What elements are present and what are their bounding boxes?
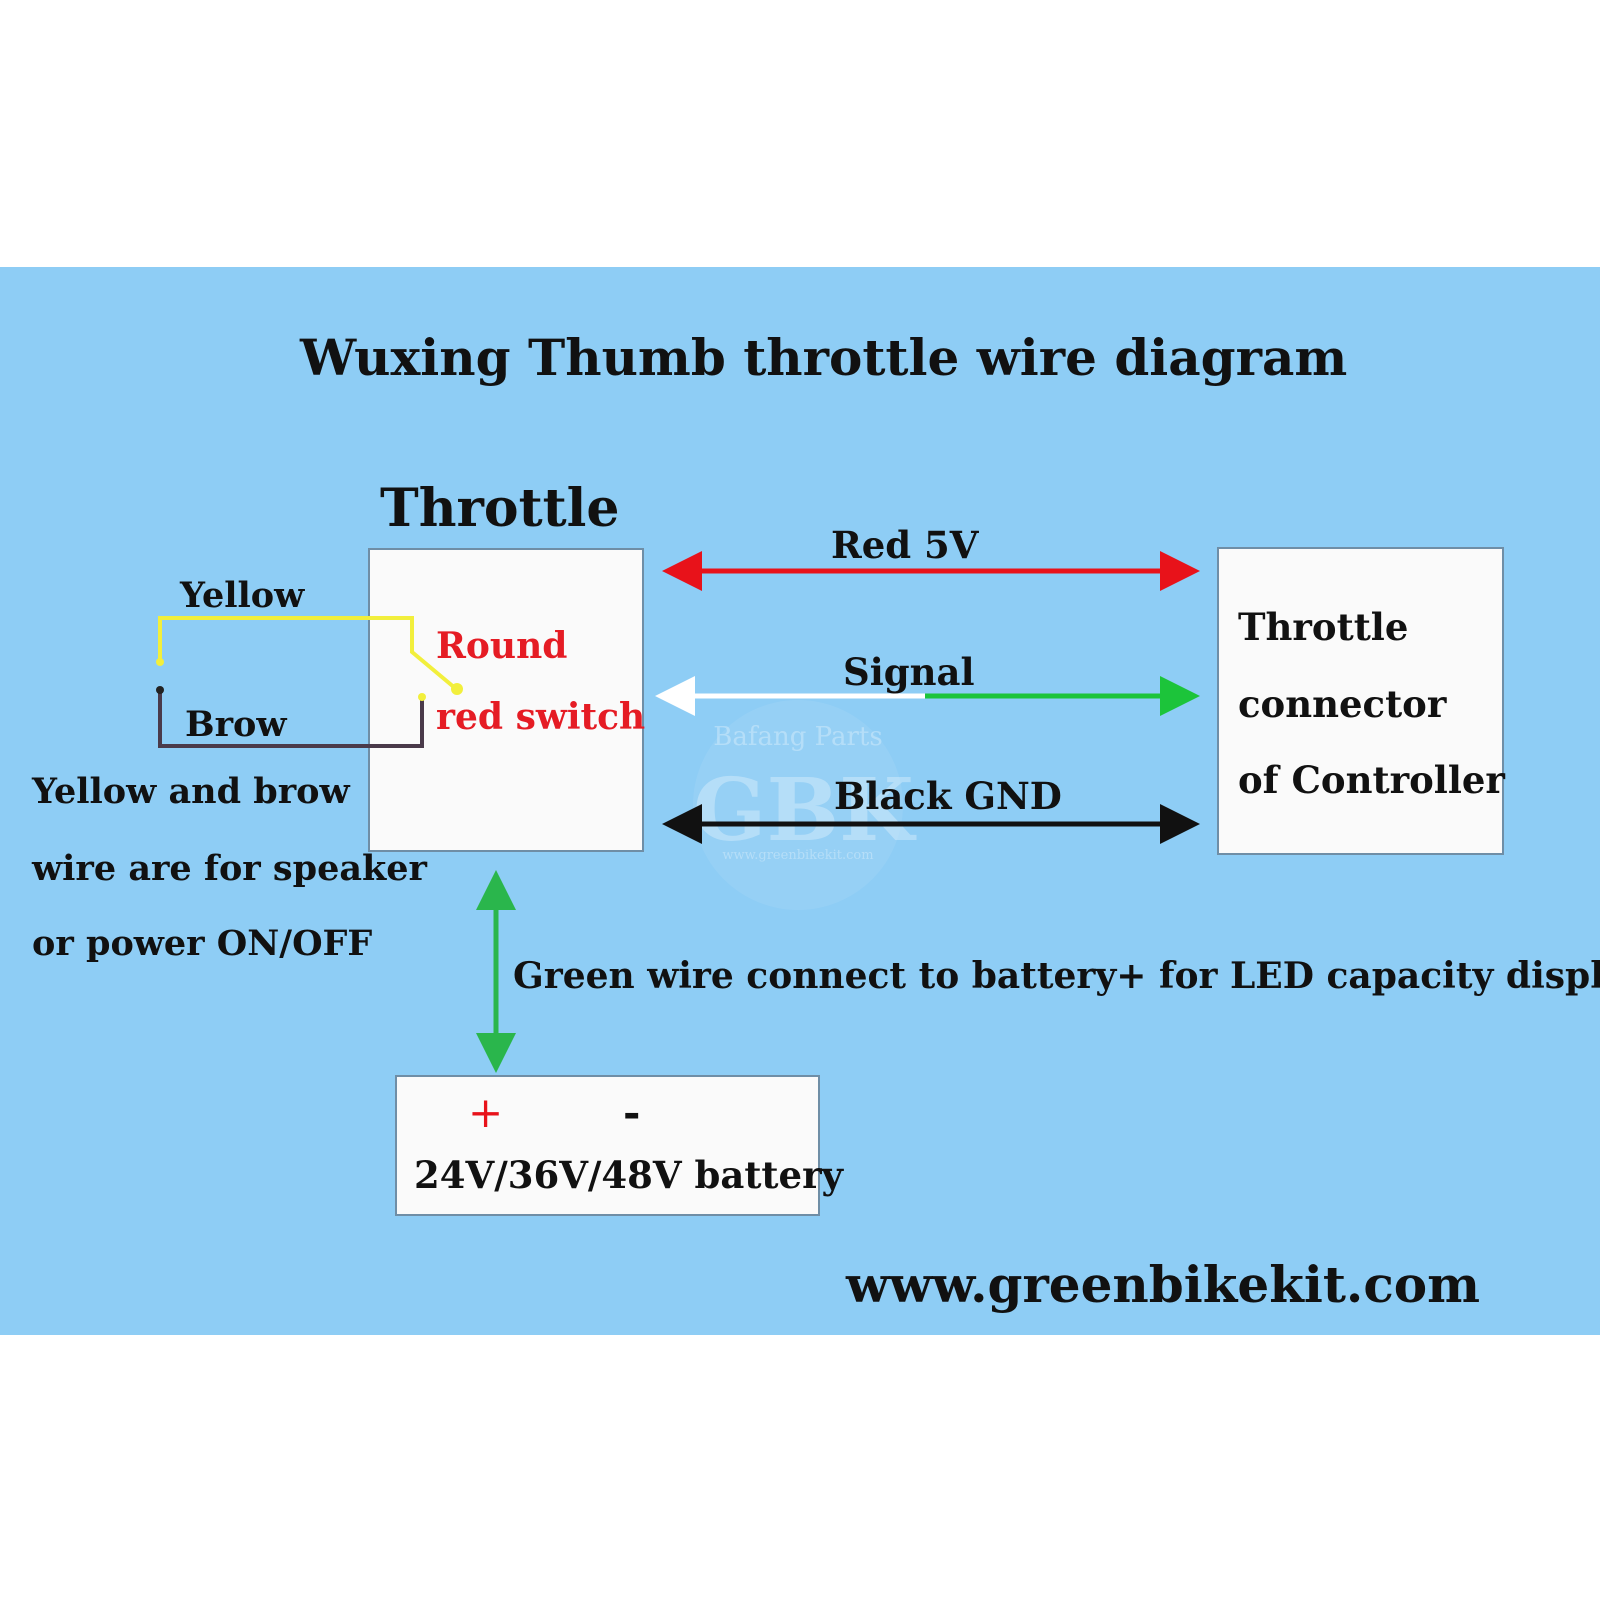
controller-box: [1217, 547, 1504, 855]
signal-label: Signal: [843, 650, 975, 694]
speaker-note-line2: wire are for speaker: [32, 848, 427, 889]
switch-contact: [451, 683, 463, 695]
switch-label-line2: red switch: [436, 696, 646, 738]
yellow-wire-terminal: [156, 658, 164, 666]
yellow-wire-label: Yellow: [180, 575, 305, 616]
throttle-box: [368, 548, 644, 852]
diagram-title: Wuxing Thumb throttle wire diagram: [300, 328, 1348, 387]
black-gnd-label: Black GND: [834, 774, 1062, 818]
red-5v-label: Red 5V: [831, 523, 979, 567]
brown-wire-terminal: [156, 686, 164, 694]
yellow-wire: [158, 616, 457, 690]
controller-label-line2: connector: [1238, 682, 1447, 726]
brown-wire: [158, 690, 424, 748]
throttle-heading: Throttle: [380, 478, 620, 539]
brown-switch-contact: [418, 693, 426, 701]
green-wire-note: Green wire connect to battery+ for LED c…: [513, 955, 1600, 997]
brown-wire-label: Brow: [185, 704, 287, 745]
battery-minus-terminal: -: [623, 1088, 641, 1137]
battery-box: [395, 1075, 820, 1216]
battery-label: 24V/36V/48V battery: [414, 1153, 844, 1197]
watermark-url: www.greenbikekit.com: [722, 848, 874, 863]
speaker-note-line3: or power ON/OFF: [32, 923, 373, 964]
controller-label-line3: of Controller: [1238, 758, 1505, 802]
speaker-note-line1: Yellow and brow: [32, 771, 350, 812]
watermark-top-text: Bafang Parts: [713, 722, 883, 752]
switch-label-line1: Round: [436, 625, 568, 667]
website-url: www.greenbikekit.com: [846, 1255, 1481, 1314]
battery-plus-terminal: +: [468, 1088, 504, 1137]
controller-label-line1: Throttle: [1238, 605, 1409, 649]
